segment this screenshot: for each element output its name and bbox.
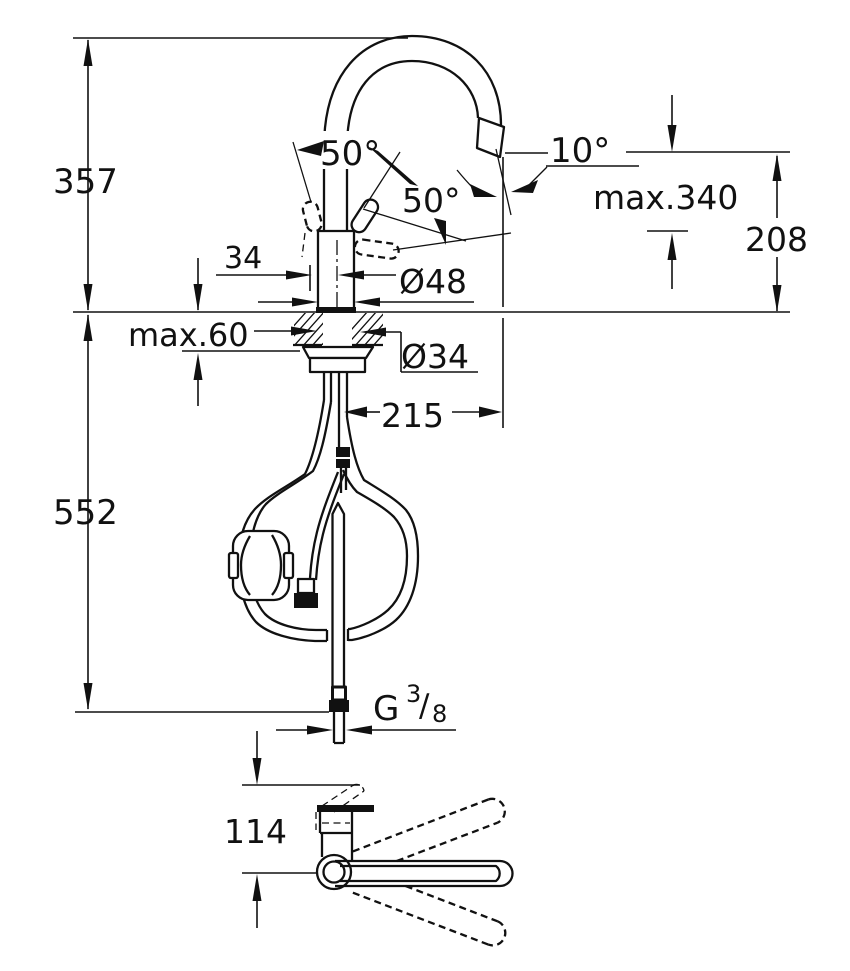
label-g38-thread: G 3 / 8 — [373, 680, 447, 729]
hose-assembly — [227, 399, 420, 745]
faucet-side-view — [227, 34, 548, 745]
g38-pipe-end — [332, 712, 346, 745]
hose-weight — [227, 529, 295, 602]
label-34: 34 — [224, 241, 262, 276]
lever-handle-dashed-right — [353, 238, 400, 260]
deck-hatching — [293, 313, 383, 347]
label-50-left: 50° — [320, 134, 380, 174]
lever-dashed-cap — [351, 783, 365, 792]
label-552: 552 — [53, 493, 118, 533]
label-215: 215 — [381, 396, 444, 435]
label-d34: Ø34 — [401, 337, 469, 376]
g38-flange — [329, 700, 349, 712]
supply-pipe — [331, 501, 346, 688]
spray-head — [475, 116, 506, 159]
label-max340: max.340 — [593, 178, 738, 217]
faucet-top-view — [315, 783, 514, 947]
dimension-lines — [83, 39, 782, 928]
spout-arc-inner — [345, 59, 480, 150]
label-max60: max.60 — [128, 316, 249, 354]
mounting-hardware — [301, 345, 375, 447]
top-view-handle — [318, 808, 354, 835]
label-208: 208 — [745, 220, 808, 259]
mounting-washer — [301, 345, 375, 360]
label-10deg: 10° — [550, 131, 610, 171]
hose-nipple — [336, 447, 350, 457]
top-view-lever-bar — [317, 805, 374, 812]
shank — [322, 372, 349, 447]
top-view-spout — [335, 859, 514, 888]
left-hose-inner — [248, 401, 333, 632]
right-hose-outer — [345, 416, 420, 642]
spray-hose — [308, 471, 340, 579]
extension-lines — [73, 37, 790, 713]
faucet-body — [316, 229, 356, 307]
label-d48: Ø48 — [399, 262, 467, 301]
top-view-spout-swivel-dashed — [352, 797, 507, 947]
dimension-labels: 357 552 max.60 34 Ø48 Ø34 215 50° 50° 10… — [53, 131, 808, 851]
angle-annotations — [292, 141, 548, 251]
spray-hose-connector — [296, 577, 316, 595]
spout-ring-inner — [322, 860, 346, 884]
right-hose-inner — [341, 469, 409, 631]
label-357: 357 — [53, 162, 118, 202]
lever-handle — [350, 198, 380, 234]
lever-handle-dashed-left — [301, 200, 323, 233]
base-gasket — [316, 307, 356, 313]
mounting-nut — [308, 356, 367, 374]
g38-neck — [331, 685, 347, 702]
top-view-body — [320, 833, 354, 860]
label-114: 114 — [224, 812, 287, 851]
spout-arc-outer — [322, 34, 503, 150]
spout-ring-outer — [315, 853, 353, 891]
label-50-right: 50° — [402, 181, 461, 220]
